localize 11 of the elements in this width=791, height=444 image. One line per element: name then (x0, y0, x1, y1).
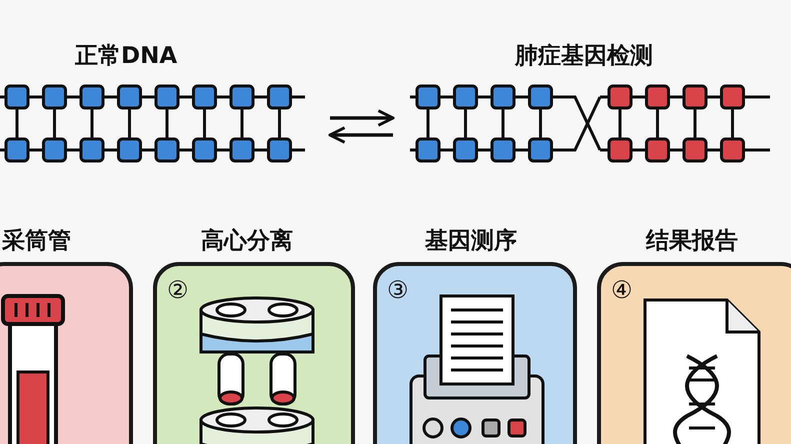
step-number: ③ (387, 278, 409, 302)
step-title: 高心分离 (201, 227, 293, 256)
arrow (330, 109, 394, 127)
step-title: 采筒管 (2, 227, 71, 256)
dna-title: 肺症基因检测 (515, 42, 653, 71)
dna-title: 正常DNA (75, 42, 178, 71)
step-number: ② (167, 278, 189, 302)
step-number: ④ (611, 278, 633, 302)
step-title: 基因测序 (425, 227, 517, 256)
arrow (328, 126, 393, 144)
step-title: 结果报告 (646, 227, 738, 256)
